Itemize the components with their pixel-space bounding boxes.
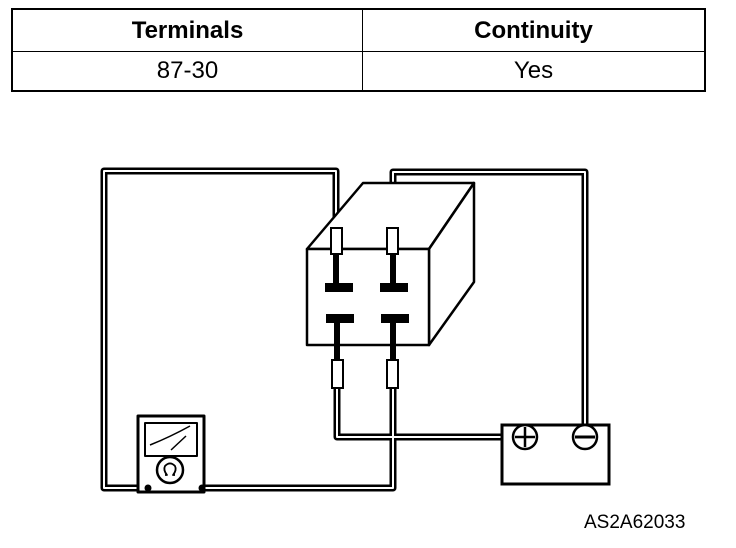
ohmmeter-dial-window	[144, 422, 198, 457]
terminal-bottom-right	[381, 314, 409, 323]
probe-bottom-right	[386, 359, 399, 389]
terminal-top-left	[325, 283, 353, 292]
header-terminals: Terminals	[11, 8, 363, 52]
relay	[305, 181, 476, 347]
cell-continuity: Yes	[362, 51, 706, 92]
continuity-table: Terminals Continuity 87-30 Yes	[11, 8, 706, 92]
probe-bottom-left	[331, 359, 344, 389]
ohmmeter-terminal-left	[144, 484, 152, 492]
probe-leads	[330, 227, 399, 389]
ohmmeter-terminal-right	[198, 484, 206, 492]
wire-relay-bottom-left-to-battery-pos	[333, 388, 502, 441]
ohmmeter-scale	[149, 425, 191, 446]
table-row: 87-30 Yes	[11, 51, 706, 92]
probe-top-right	[386, 227, 399, 255]
wires	[100, 167, 589, 492]
probe-top-left	[330, 227, 343, 255]
terminal-bottom-left	[326, 314, 354, 323]
ohm-knob	[155, 455, 185, 485]
ohmmeter	[136, 414, 206, 494]
ohmmeter-needle	[170, 435, 187, 451]
battery	[500, 423, 611, 486]
header-continuity: Continuity	[362, 8, 706, 52]
relay-front-face	[305, 247, 431, 347]
cell-terminals: 87-30	[11, 51, 363, 92]
ohm-symbol-icon	[163, 462, 177, 476]
relay-terminals	[325, 283, 409, 323]
table-header-row: Terminals Continuity	[11, 8, 706, 52]
terminal-top-right	[380, 283, 408, 292]
figure-code: AS2A62033	[584, 512, 686, 533]
